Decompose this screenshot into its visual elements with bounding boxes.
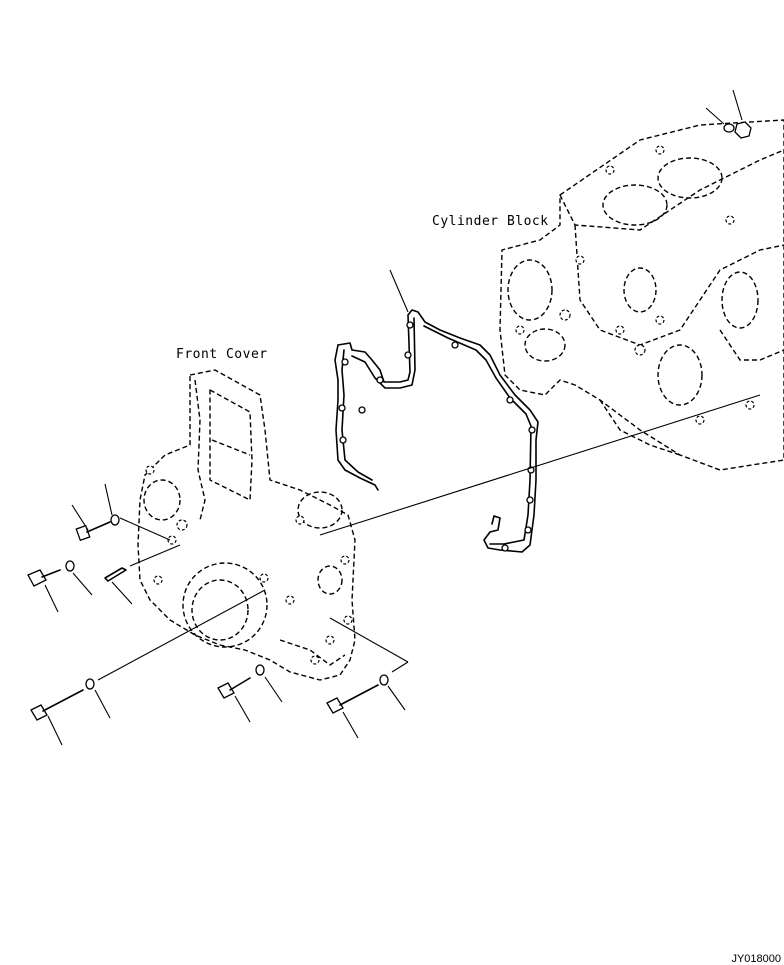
nut-parts (705, 89, 752, 139)
front-cover-label: Front Cover (176, 347, 268, 362)
figure-code: JY018000 (731, 953, 781, 965)
cylinder-block-label: Cylinder Block (432, 214, 549, 229)
front-cover-gasket (334, 269, 539, 553)
alignment-line (319, 394, 761, 536)
fastener-parts (27, 483, 409, 746)
front-cover-drawing (137, 369, 356, 681)
cylinder-block-drawing (499, 119, 784, 471)
